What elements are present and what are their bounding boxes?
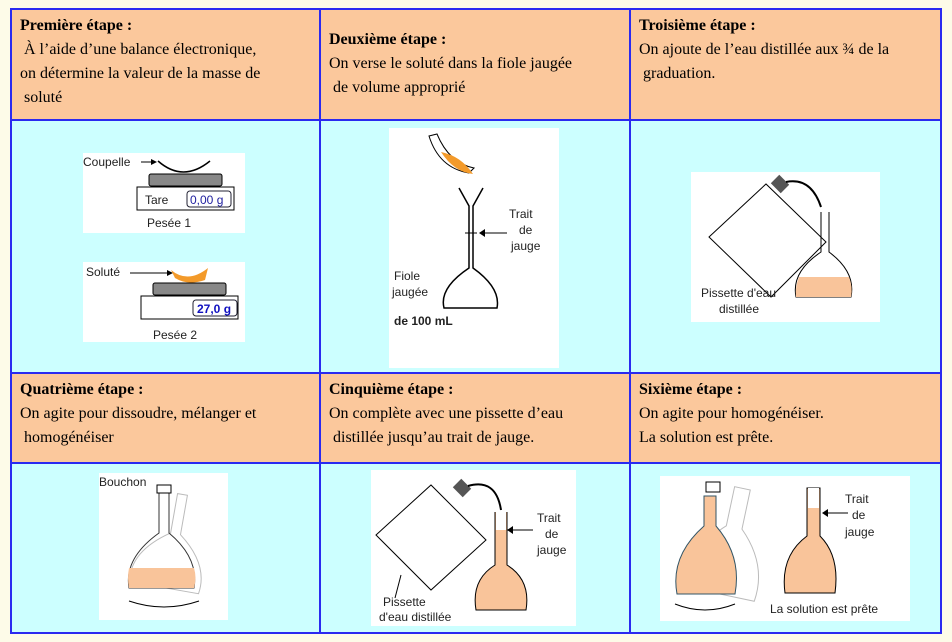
jauge-label: jauge [510, 239, 541, 253]
tare-label: Tare [145, 193, 169, 207]
cup-icon [157, 160, 211, 173]
adding-water-figure: Pissette d'eau distillée [691, 172, 880, 322]
balance-reading: 0,00 g [190, 193, 223, 207]
trait-label: Trait [509, 207, 533, 221]
bouchon-label: Bouchon [99, 475, 146, 489]
step-text: de volume approprié [329, 79, 466, 96]
balance-tare-figure: Coupelle Tare 0,00 g Pesée 1 [83, 153, 245, 233]
step-title: Deuxième étape : [329, 31, 447, 48]
step-3-header: Troisième étape : On ajoute de l’eau dis… [629, 8, 942, 121]
pissette-label: Pissette [383, 595, 426, 609]
step-text: On agite pour dissoudre, mélanger et [20, 405, 257, 422]
de-label: de [852, 508, 866, 522]
volumetric-flask-icon [474, 512, 528, 611]
step-title: Première étape : [20, 17, 133, 34]
ready-solution-figure: Trait de jauge La solution est prête [660, 476, 910, 621]
step-title: Troisième étape : [639, 17, 756, 34]
volumetric-flask-icon [442, 187, 499, 309]
completing-to-mark-figure: Trait de jauge Pissette d'eau distillée [371, 470, 576, 626]
step-text: homogénéiser [20, 429, 114, 446]
trait-label: Trait [845, 492, 869, 506]
trait-label: Trait [537, 511, 561, 525]
step-text: graduation. [639, 65, 716, 82]
shaking-flask-figure: Bouchon [99, 473, 228, 620]
step-text: On agite pour homogénéiser. [639, 405, 824, 422]
jauge-label: jauge [536, 543, 567, 557]
pissette-label: Pissette d'eau [701, 286, 776, 300]
step-6-header: Sixième étape : On agite pour homogénéis… [629, 372, 942, 464]
balance-solute-figure: Soluté 27,0 g Pesée 2 [83, 262, 245, 342]
pesee-1-caption: Pesée 1 [147, 216, 191, 230]
volume-label: de 100 mL [394, 314, 453, 328]
balance-reading: 27,0 g [197, 302, 231, 316]
solution-ready-caption: La solution est prête [770, 602, 878, 616]
step-5-header: Cinquième étape : On complète avec une p… [319, 372, 631, 464]
step-text: On ajoute de l’eau distillée aux ¾ de la [639, 41, 890, 58]
step-text: La solution est prête. [639, 429, 774, 446]
step-text: distillée jusqu’au trait de jauge. [329, 429, 535, 446]
shake-arrow-icon [128, 600, 200, 608]
flask-icon [675, 495, 737, 595]
volumetric-flask-icon [783, 487, 837, 594]
wash-bottle-icon [375, 484, 487, 591]
shake-arrow-icon [674, 603, 736, 611]
jaugee-label: jaugée [391, 285, 428, 299]
de-label: de [519, 223, 533, 237]
step-title: Sixième étape : [639, 381, 743, 398]
step-title: Quatrième étape : [20, 381, 144, 398]
solute-icon [171, 268, 208, 283]
step-text: on détermine la valeur de la masse de [20, 65, 261, 82]
step-text: On verse le soluté dans la fiole jaugée [329, 55, 573, 72]
pesee-2-caption: Pesée 2 [153, 328, 197, 342]
eau-distillee-label: d'eau distillée [379, 610, 452, 624]
step-text: On complète avec une pissette d’eau [329, 405, 564, 422]
distillee-label: distillée [719, 302, 759, 316]
wash-bottle-icon [708, 183, 827, 298]
step-text: soluté [20, 89, 63, 106]
step-title: Cinquième étape : [329, 381, 454, 398]
step-text: À l’aide d’une balance électronique, [20, 41, 257, 58]
step-2-header: Deuxième étape : On verse le soluté dans… [319, 8, 631, 121]
coupelle-label: Coupelle [83, 155, 131, 169]
step-1-header: Première étape : À l’aide d’une balance … [10, 8, 321, 121]
solute-label: Soluté [86, 265, 120, 279]
step-4-header: Quatrième étape : On agite pour dissoudr… [10, 372, 321, 464]
de-label: de [545, 527, 559, 541]
pouring-solute-figure: Trait de jauge Fiole jaugée de 100 mL [389, 128, 559, 368]
fiole-label: Fiole [394, 269, 420, 283]
jauge-label: jauge [844, 525, 875, 539]
